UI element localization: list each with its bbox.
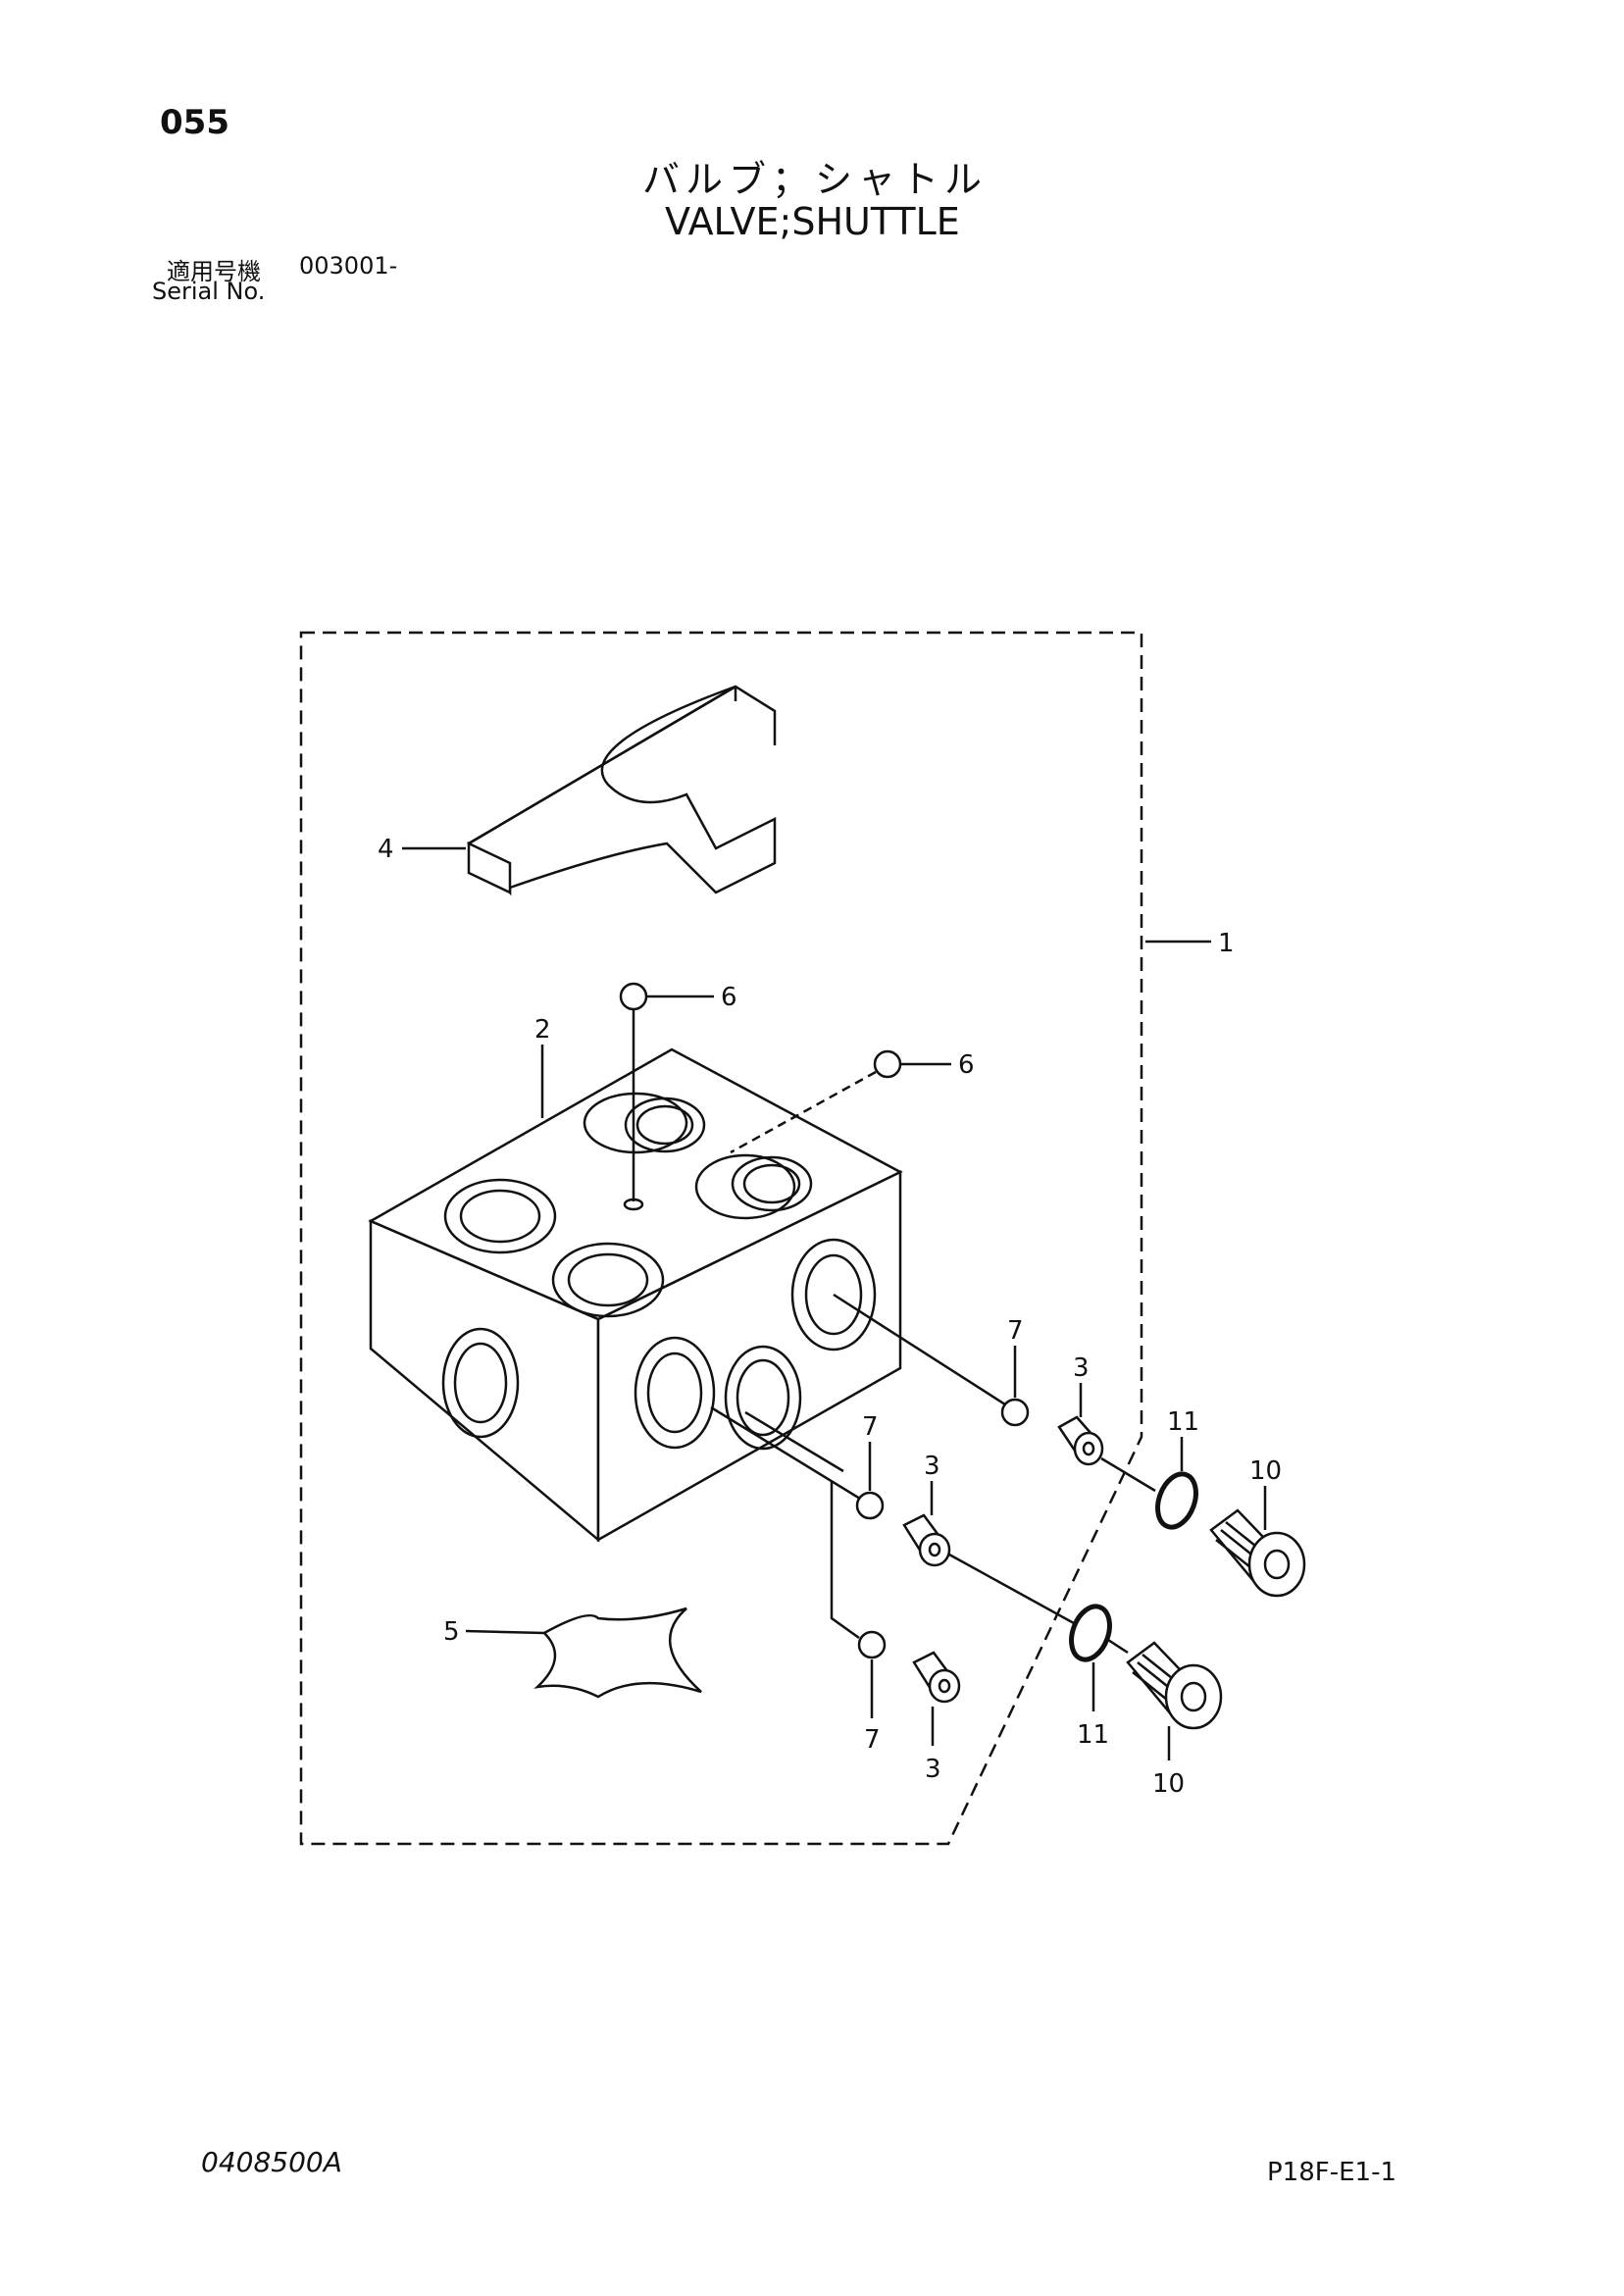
part-plug-10b [1126,1641,1223,1730]
part-plug-3a [1057,1415,1104,1466]
callout-11a: 11 [1167,1407,1199,1437]
callout-1: 1 [1218,929,1235,958]
drawing-code: 0408500A [201,2146,342,2178]
callout-7c: 7 [864,1725,881,1755]
part-plug-3b [902,1513,951,1567]
part-ball-7b [855,1491,885,1520]
callout-5: 5 [443,1617,460,1647]
part-plug-10a [1209,1508,1306,1598]
part-plug-3c [912,1651,961,1704]
callout-10a: 10 [1249,1456,1282,1486]
serial-value: 003001- [299,252,398,280]
page-number: 055 [160,103,229,142]
callout-11b: 11 [1077,1720,1109,1750]
callout-3c: 3 [925,1755,941,1784]
callout-7b: 7 [862,1412,879,1442]
callout-4: 4 [378,835,394,864]
part-valve-block [368,1047,903,1543]
title-japanese: バルブ；シャトル [642,158,989,201]
part-ball-top [619,982,648,1011]
part-ball-right [873,1049,902,1079]
part-ball-7a [1000,1398,1030,1427]
part-oring-11b [1069,1604,1112,1662]
callout-7a: 7 [1007,1316,1024,1346]
callout-6b: 6 [958,1050,975,1080]
callout-10b: 10 [1152,1769,1185,1799]
serial-label-english: Serial No. [152,278,266,305]
part-seal-sheet [533,1607,702,1699]
serial-label-japanese: 適用号機 [167,258,261,285]
callout-6a: 6 [721,983,737,1012]
callout-3a: 3 [1073,1353,1090,1383]
assembly-boundary [299,631,1143,1846]
callout-2: 2 [534,1015,551,1045]
callout-3b: 3 [924,1452,940,1481]
title-english: VALVE;SHUTTLE [665,200,960,243]
part-ball-7c [857,1630,887,1659]
sheet-reference: P18F-E1-1 [1267,2158,1396,2187]
part-oring-11a [1155,1471,1198,1530]
part-bracket [467,685,777,896]
